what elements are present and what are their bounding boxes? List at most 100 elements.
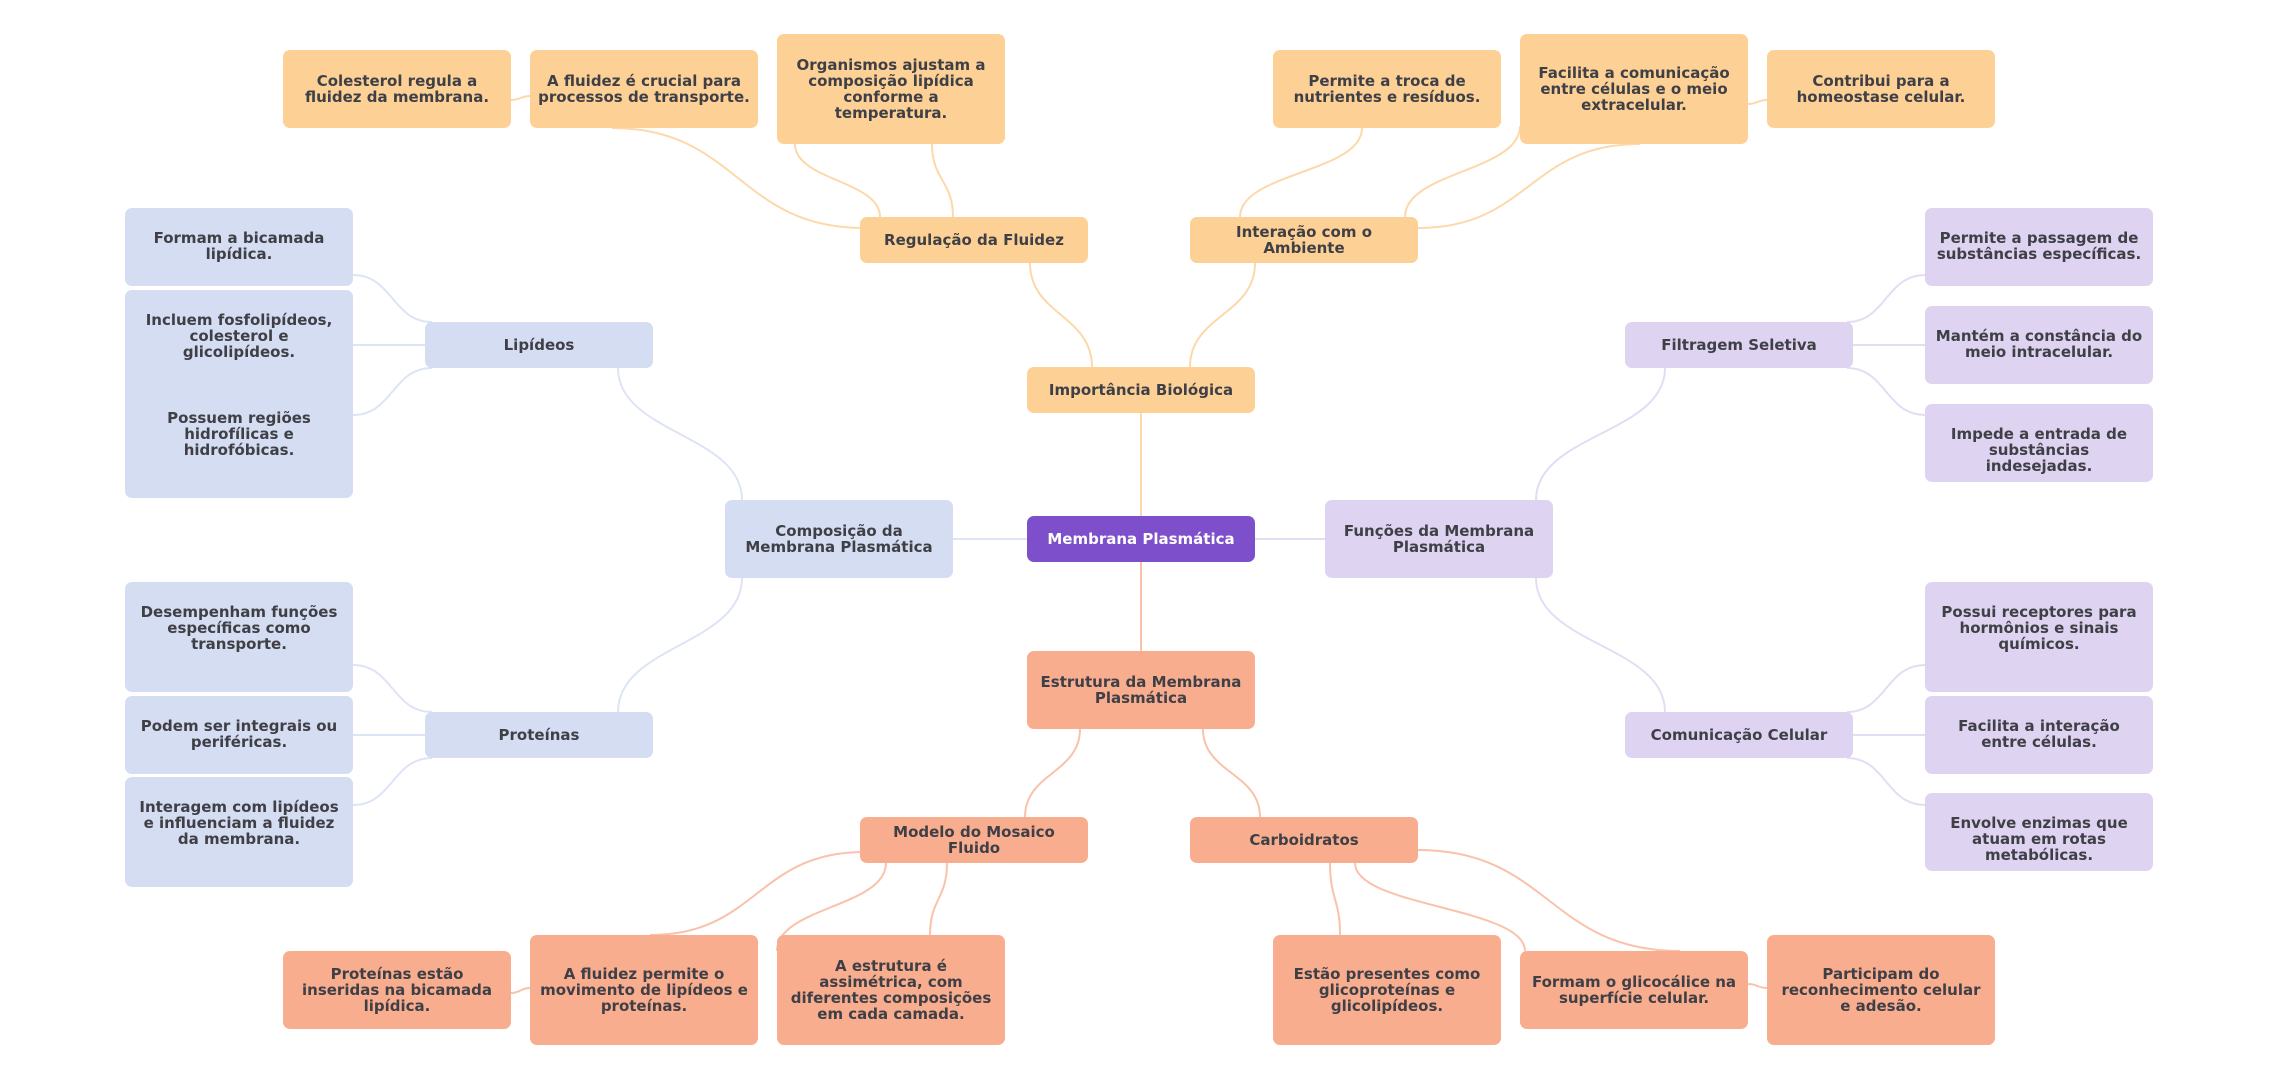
- connector-edge: [617, 367, 743, 501]
- leaf-label: Facilita a comunicação entre células e o…: [1538, 64, 1730, 114]
- connector-edge: [1029, 262, 1093, 368]
- leaf-label: Formam o glicocálice na superfície celul…: [1531, 973, 1737, 1007]
- subtopic-interacao-ambiente[interactable]: Interação com o Ambiente: [1190, 217, 1418, 263]
- leaf-node[interactable]: Colesterol regula a fluidez da membrana.: [283, 50, 511, 128]
- leaf-node[interactable]: Permite a passagem de substâncias especí…: [1925, 208, 2153, 286]
- leaf-node[interactable]: Facilita a interação entre células.: [1925, 696, 2153, 774]
- leaf-label: Participam do reconhecimento celular e a…: [1781, 965, 1981, 1015]
- leaf-label: Envolve enzimas que atuam em rotas metab…: [1950, 814, 2128, 864]
- subtopic-comunicacao-celular[interactable]: Comunicação Celular: [1625, 712, 1853, 758]
- leaf-label: A fluidez é crucial para processos de tr…: [538, 72, 750, 106]
- leaf-node[interactable]: Proteínas estão inseridas na bicamada li…: [283, 951, 511, 1029]
- root-label: Membrana Plasmática: [1047, 530, 1235, 548]
- leaf-label: Contribui para a homeostase celular.: [1796, 72, 1966, 106]
- leaf-node[interactable]: Possuem regiões hidrofílicas e hidrofóbi…: [125, 388, 353, 498]
- leaf-node[interactable]: A fluidez é crucial para processos de tr…: [530, 50, 758, 128]
- connector-edge: [1404, 125, 1521, 218]
- connector-edge: [1846, 274, 1926, 323]
- connector-edge: [352, 664, 433, 713]
- connector-edge: [1329, 862, 1341, 936]
- leaf-label: Interagem com lipídeos e influenciam a f…: [139, 798, 339, 848]
- connector-edge: [1747, 983, 1768, 989]
- connector-edge: [1747, 99, 1768, 105]
- leaf-node[interactable]: Possui receptores para hormônios e sinai…: [1925, 582, 2153, 692]
- branch-importancia-biologica[interactable]: Importância Biológica: [1027, 367, 1255, 413]
- leaf-label: Proteínas estão inseridas na bicamada li…: [302, 965, 492, 1015]
- subtopic-label: Lipídeos: [503, 336, 575, 354]
- leaf-node[interactable]: Incluem fosfolipídeos, colesterol e glic…: [125, 290, 353, 400]
- leaf-label: Permite a troca de nutrientes e resíduos…: [1293, 72, 1481, 106]
- leaf-label: A fluidez permite o movimento de lipídeo…: [540, 965, 748, 1015]
- connector-edge: [929, 862, 948, 936]
- branch-label: Estrutura da Membrana Plasmática: [1040, 673, 1242, 707]
- connector-edge: [1846, 757, 1926, 806]
- leaf-node[interactable]: A estrutura é assimétrica, com diferente…: [777, 935, 1005, 1045]
- connector-edge: [1535, 367, 1666, 501]
- connector-edge: [649, 851, 865, 936]
- branch-composicao-membrana[interactable]: Composição da Membrana Plasmática: [725, 500, 953, 578]
- root-node[interactable]: Membrana Plasmática: [1027, 516, 1255, 562]
- leaf-label: Mantém a constância do meio intracelular…: [1935, 327, 2143, 361]
- leaf-label: Colesterol regula a fluidez da membrana.: [304, 72, 490, 106]
- branch-label: Funções da Membrana Plasmática: [1343, 522, 1535, 556]
- branch-label: Composição da Membrana Plasmática: [745, 522, 933, 556]
- leaf-node[interactable]: Organismos ajustam a composição lipídica…: [777, 34, 1005, 144]
- connector-edge: [1202, 728, 1261, 818]
- connector-edge: [352, 367, 433, 416]
- leaf-label: Facilita a interação entre células.: [1958, 717, 2120, 751]
- branch-label: Importância Biológica: [1048, 381, 1234, 399]
- leaf-node[interactable]: Impede a entrada de substâncias indeseja…: [1925, 404, 2153, 482]
- connector-edge: [931, 143, 954, 218]
- connector-edge: [617, 577, 743, 713]
- connector-edge: [1354, 862, 1526, 952]
- connector-edge: [1189, 262, 1256, 368]
- leaf-label: Possuem regiões hidrofílicas e hidrofóbi…: [167, 409, 311, 459]
- leaf-node[interactable]: Interagem com lipídeos e influenciam a f…: [125, 777, 353, 887]
- leaf-label: Desempenham funções específicas como tra…: [140, 603, 338, 653]
- connector-edge: [611, 127, 865, 229]
- leaf-node[interactable]: Desempenham funções específicas como tra…: [125, 582, 353, 692]
- leaf-label: Organismos ajustam a composição lipídica…: [796, 56, 986, 122]
- connector-edge: [1535, 577, 1666, 713]
- leaf-node[interactable]: Mantém a constância do meio intracelular…: [1925, 306, 2153, 384]
- leaf-label: Podem ser integrais ou periféricas.: [140, 717, 338, 751]
- leaf-label: Estão presentes como glicoproteínas e gl…: [1293, 965, 1481, 1015]
- leaf-node[interactable]: Formam o glicocálice na superfície celul…: [1520, 951, 1748, 1029]
- subtopic-lipideos[interactable]: Lipídeos: [425, 322, 653, 368]
- subtopic-proteinas[interactable]: Proteínas: [425, 712, 653, 758]
- connector-edge: [1417, 143, 1641, 229]
- subtopic-mosaico-fluido[interactable]: Modelo do Mosaico Fluido: [860, 817, 1088, 863]
- subtopic-carboidratos[interactable]: Carboidratos: [1190, 817, 1418, 863]
- leaf-node[interactable]: Permite a troca de nutrientes e resíduos…: [1273, 50, 1501, 128]
- connector-edge: [794, 143, 881, 218]
- connector-edge: [1846, 664, 1926, 713]
- branch-estrutura-membrana[interactable]: Estrutura da Membrana Plasmática: [1027, 651, 1255, 729]
- subtopic-label: Carboidratos: [1249, 831, 1359, 849]
- connector-edge: [1024, 728, 1081, 818]
- leaf-node[interactable]: A fluidez permite o movimento de lipídeo…: [530, 935, 758, 1045]
- subtopic-label: Interação com o Ambiente: [1235, 223, 1373, 257]
- subtopic-label: Proteínas: [498, 726, 580, 744]
- leaf-node[interactable]: Contribui para a homeostase celular.: [1767, 50, 1995, 128]
- subtopic-label: Comunicação Celular: [1650, 726, 1828, 744]
- connector-edge: [352, 274, 433, 323]
- leaf-label: A estrutura é assimétrica, com diferente…: [790, 957, 992, 1023]
- leaf-node[interactable]: Participam do reconhecimento celular e a…: [1767, 935, 1995, 1045]
- connector-edge: [510, 987, 531, 994]
- leaf-label: Permite a passagem de substâncias especí…: [1936, 229, 2142, 263]
- leaf-node[interactable]: Formam a bicamada lipídica.: [125, 208, 353, 286]
- connector-edge: [1417, 849, 1681, 952]
- leaf-node[interactable]: Envolve enzimas que atuam em rotas metab…: [1925, 793, 2153, 871]
- connector-edge: [352, 757, 433, 806]
- leaf-node[interactable]: Facilita a comunicação entre células e o…: [1520, 34, 1748, 144]
- subtopic-regulacao-fluidez[interactable]: Regulação da Fluidez: [860, 217, 1088, 263]
- branch-funcoes-membrana[interactable]: Funções da Membrana Plasmática: [1325, 500, 1553, 578]
- leaf-label: Possui receptores para hormônios e sinai…: [1941, 603, 2137, 653]
- leaf-node[interactable]: Podem ser integrais ou periféricas.: [125, 696, 353, 774]
- subtopic-label: Filtragem Seletiva: [1661, 336, 1817, 354]
- leaf-node[interactable]: Estão presentes como glicoproteínas e gl…: [1273, 935, 1501, 1045]
- subtopic-filtragem-seletiva[interactable]: Filtragem Seletiva: [1625, 322, 1853, 368]
- subtopic-label: Regulação da Fluidez: [884, 231, 1064, 249]
- connector-edge: [1846, 367, 1926, 416]
